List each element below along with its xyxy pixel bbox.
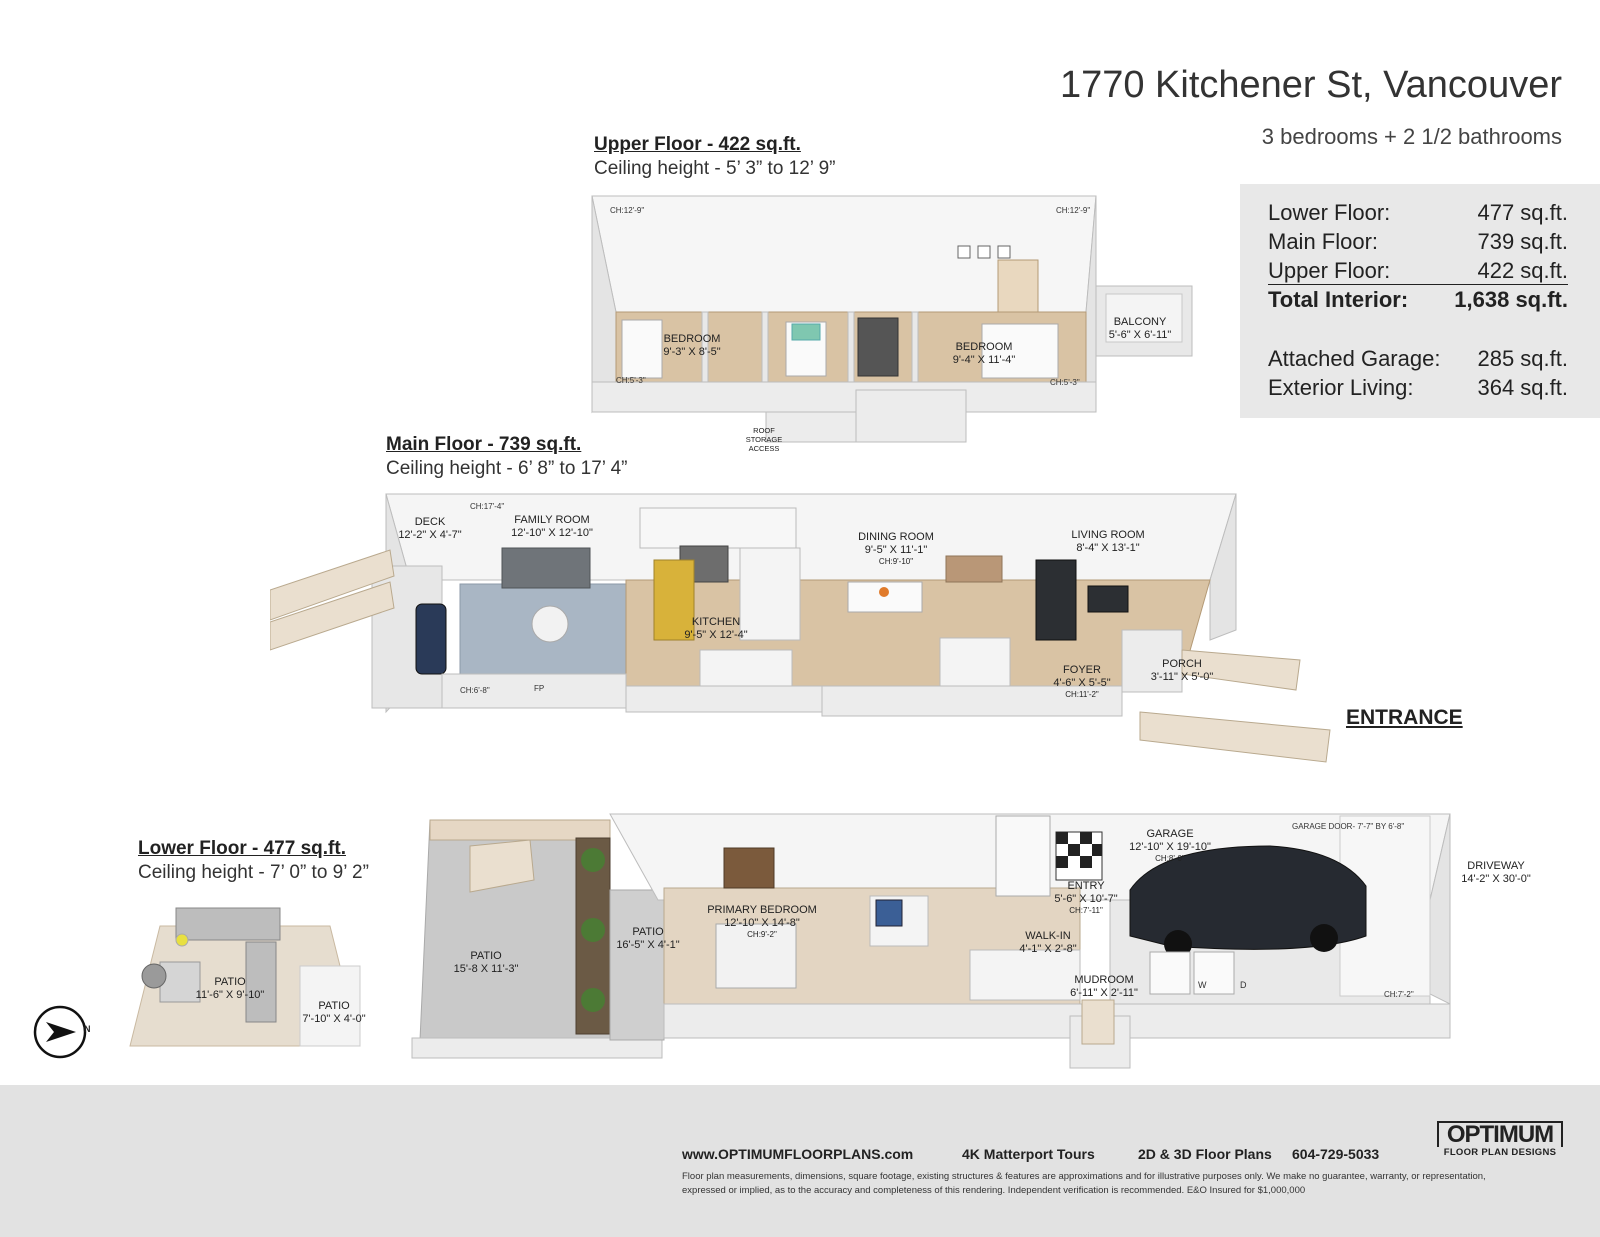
washer-label: W <box>1198 980 1207 990</box>
garage-door-label: GARAGE DOOR- 7'-7" BY 6'-8" <box>1292 822 1405 831</box>
upper-ch-bl: CH:5'-3" <box>616 376 646 385</box>
optimum-logo: OPTIMUM FLOOR PLAN DESIGNS <box>1437 1121 1563 1165</box>
lower-floor-title: Lower Floor - 477 sq.ft. <box>138 838 346 859</box>
upper-ch-tl: CH:12'-9" <box>610 206 645 215</box>
upper-ch-tr: CH:12'-9" <box>1056 206 1091 215</box>
area-summary-panel: Lower Floor:477 sq.ft. Main Floor:739 sq… <box>1240 184 1600 418</box>
address-title: 1770 Kitchener St, Vancouver <box>1059 64 1562 106</box>
summary-row-garage: Attached Garage:285 sq.ft. <box>1268 346 1568 371</box>
main-floor-ceiling: Ceiling height - 6’ 8” to 17’ 4” <box>386 458 628 479</box>
summary-row-exterior: Exterior Living:364 sq.ft. <box>1268 375 1568 400</box>
summary-row-lower: Lower Floor:477 sq.ft. <box>1268 200 1568 225</box>
beds-baths-subtitle: 3 bedrooms + 2 1/2 bathrooms <box>1261 124 1562 149</box>
lower-floor-ceiling: Ceiling height - 7’ 0” to 9’ 2” <box>138 862 369 883</box>
lower-patio-group <box>129 907 361 1047</box>
main-floor-plan <box>270 493 1331 763</box>
lower-floor-plan <box>411 813 1451 1069</box>
compass-letter: N <box>84 1024 91 1034</box>
footer-plans: 2D & 3D Floor Plans <box>1138 1146 1272 1162</box>
main-ch-top: CH:17'-4" <box>470 502 505 511</box>
footer-website[interactable]: www.OPTIMUMFLOORPLANS.com <box>682 1146 914 1162</box>
footer-band <box>0 1085 1600 1237</box>
footer-phone: 604-729-5033 <box>1292 1146 1380 1162</box>
footer-tours: 4K Matterport Tours <box>962 1146 1095 1162</box>
compass-north-icon <box>33 1005 87 1059</box>
upper-ch-br: CH:5'-3" <box>1050 378 1080 387</box>
upper-floor-ceiling: Ceiling height - 5’ 3” to 12’ 9” <box>594 158 836 179</box>
roof-storage-label: ROOF STORAGE ACCESS <box>745 426 783 453</box>
garage-ch-br: CH:7'-2" <box>1384 990 1414 999</box>
main-ch-bl: CH:6'-8" <box>460 686 490 695</box>
entrance-label: ENTRANCE <box>1346 706 1463 729</box>
dryer-label: D <box>1240 980 1247 990</box>
summary-row-upper: Upper Floor:422 sq.ft. <box>1268 258 1568 285</box>
main-floor-title: Main Floor - 739 sq.ft. <box>386 434 582 455</box>
summary-row-total: Total Interior:1,638 sq.ft. <box>1268 287 1568 312</box>
upper-floor-title: Upper Floor - 422 sq.ft. <box>594 134 801 155</box>
footer-disclaimer: Floor plan measurements, dimensions, squ… <box>682 1171 1486 1196</box>
fireplace-label: FP <box>534 684 545 693</box>
upper-floor-plan <box>591 195 1193 443</box>
summary-row-main: Main Floor:739 sq.ft. <box>1268 229 1568 254</box>
